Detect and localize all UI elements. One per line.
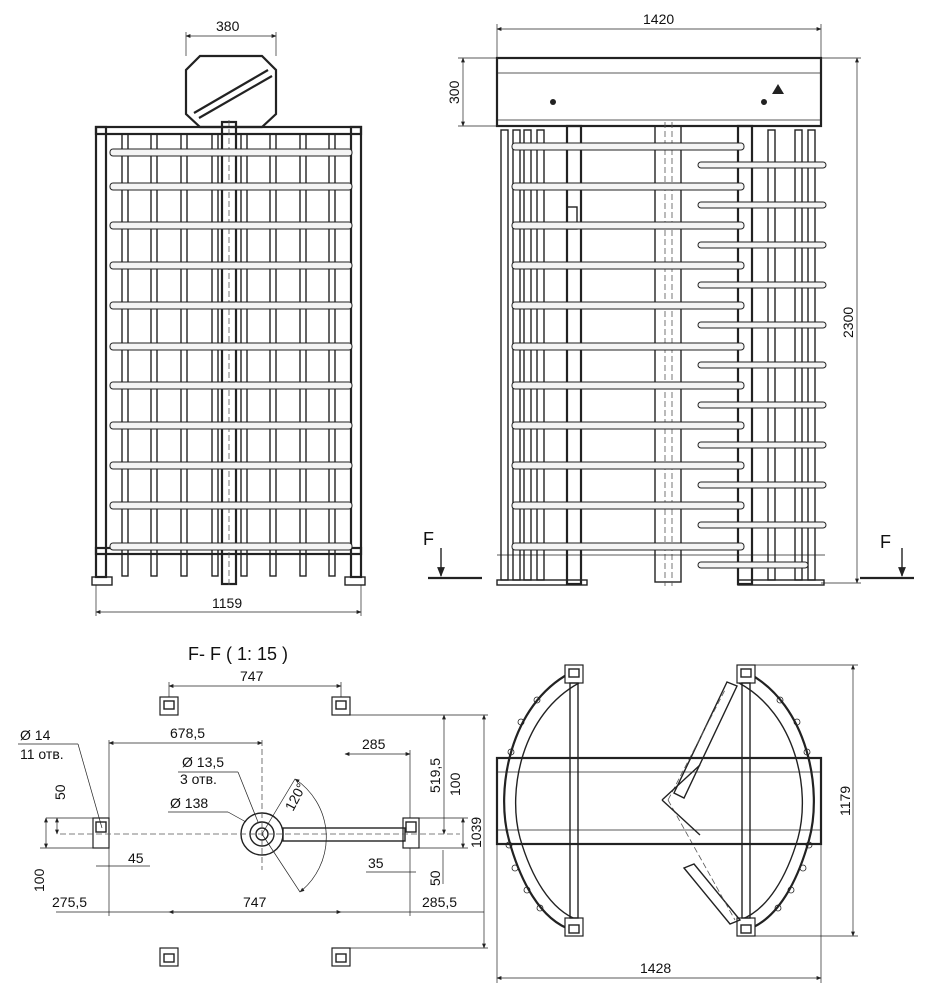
side-view: 1420 300 2300 bbox=[423, 11, 914, 586]
front-view: 380 bbox=[91, 18, 366, 616]
dim-angle: 120° bbox=[282, 780, 310, 813]
dim-285-5: 285,5 bbox=[422, 894, 457, 910]
warning-icon bbox=[772, 84, 784, 94]
plan-holes bbox=[505, 696, 813, 912]
dim-front-top-width: 380 bbox=[216, 18, 240, 34]
label-holes-11: 11 отв. bbox=[20, 746, 64, 762]
dim-side-top-width: 1420 bbox=[643, 11, 674, 27]
plan-view: 1179 1428 bbox=[495, 664, 858, 983]
dim-285: 285 bbox=[362, 736, 386, 752]
dim-747-top: 747 bbox=[240, 668, 264, 684]
section-mark-right: F bbox=[880, 532, 891, 552]
dim-275-5: 275,5 bbox=[52, 894, 87, 910]
label-d13-5: Ø 13,5 bbox=[182, 754, 224, 770]
section-mark-left: F bbox=[423, 529, 434, 549]
label-holes-3: 3 отв. bbox=[180, 771, 217, 787]
section-view: F- F ( 1: 15 ) 120° 747 678,5 bbox=[18, 644, 488, 967]
dim-45: 45 bbox=[128, 850, 144, 866]
dim-50-right: 50 bbox=[427, 870, 443, 886]
label-d14: Ø 14 bbox=[20, 727, 51, 743]
dim-plan-height: 1179 bbox=[837, 786, 853, 816]
dim-plan-width: 1428 bbox=[640, 960, 671, 976]
drive-head bbox=[184, 54, 278, 129]
dim-747-bottom: 747 bbox=[243, 894, 267, 910]
dim-100-left: 100 bbox=[31, 868, 47, 892]
section-title: F- F ( 1: 15 ) bbox=[188, 644, 288, 664]
anchor-plates bbox=[92, 696, 420, 967]
dim-678-5: 678,5 bbox=[170, 725, 205, 741]
dim-front-bottom-width: 1159 bbox=[212, 595, 242, 611]
label-d138: Ø 138 bbox=[170, 795, 208, 811]
dim-side-head-height: 300 bbox=[446, 80, 462, 104]
side-short-arms bbox=[697, 161, 827, 569]
side-long-arms bbox=[511, 142, 745, 551]
dim-1039: 1039 bbox=[468, 817, 484, 848]
dim-50-left: 50 bbox=[52, 784, 68, 800]
front-horizontal-bars bbox=[109, 148, 353, 551]
front-vertical-rods bbox=[121, 133, 336, 577]
dim-100-right: 100 bbox=[447, 772, 463, 796]
dim-side-total-height: 2300 bbox=[840, 307, 856, 338]
dim-35: 35 bbox=[368, 855, 384, 871]
dim-519-5: 519,5 bbox=[427, 758, 443, 793]
